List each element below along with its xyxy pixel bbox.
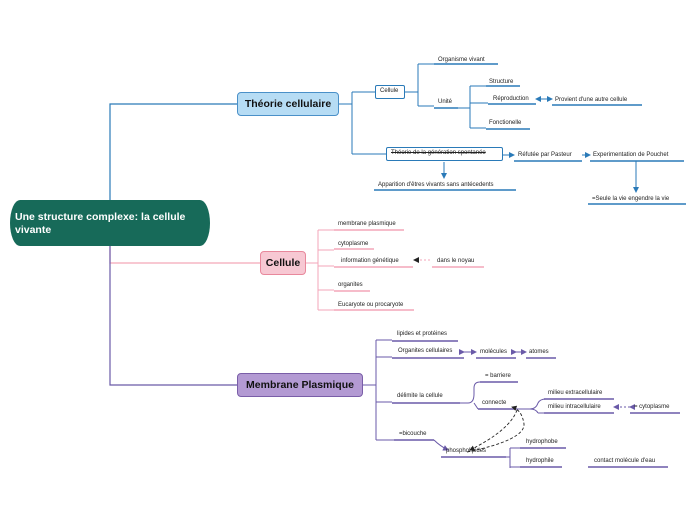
subtopic-bicouche[interactable]: =bicouche [399, 431, 427, 437]
root-topic[interactable]: Une structure complexe: la cellule vivan… [10, 200, 210, 246]
subtopic-contact-eau[interactable]: contact molécule d'eau [594, 458, 656, 464]
subtopic-unite[interactable]: Unité [438, 99, 453, 105]
subtopic-hydrophile[interactable]: hydrophile [526, 458, 554, 464]
subtopic-information-genetique[interactable]: information génétique [341, 258, 399, 264]
subtopic-membrane-plasmique[interactable]: membrane plasmique [338, 221, 396, 227]
subtopic-organisme-vivant[interactable]: Organisme vivant [438, 57, 485, 63]
subtopic-organites[interactable]: organites [338, 282, 363, 288]
subtopic-hydrophobe[interactable]: hydrophobe [526, 439, 558, 445]
subtopic-organites-cellulaires[interactable]: Organites cellulaires [398, 348, 453, 354]
subtopic-barriere[interactable]: = barriere [485, 373, 511, 379]
subtopic-seule-la-vie[interactable]: =Seule la vie engendre la vie [592, 196, 670, 202]
topic-membrane-plasmique[interactable]: Membrane Plasmique [237, 373, 363, 397]
subtopic-provient[interactable]: Provient d'une autre cellule [555, 97, 628, 103]
subtopic-milieu-extracellulaire[interactable]: milieu extracellulaire [548, 390, 603, 396]
subtopic-phospholipides[interactable]: phospholipides [446, 448, 487, 454]
subtopic-fonctionelle[interactable]: Fonctionelle [489, 120, 522, 126]
subtopic-eucaryote-procaryote[interactable]: Eucaryote ou procaryote [338, 302, 404, 308]
subtopic-milieu-intracellulaire[interactable]: milieu intracellulaire [548, 404, 601, 410]
subtopic-atomes[interactable]: atomes [529, 349, 549, 355]
subtopic-lipides-proteines[interactable]: lipides et protéines [397, 331, 448, 337]
topic-theorie-cellulaire[interactable]: Théorie cellulaire [237, 92, 339, 116]
subtopic-cellule[interactable]: Cellule [375, 85, 405, 99]
subtopic-molecules[interactable]: molécules [480, 349, 508, 355]
subtopic-cytoplasme-eq[interactable]: = cytoplasme [634, 404, 670, 410]
subtopic-apparition[interactable]: Apparition d'êtres vivants sans antécede… [378, 182, 494, 188]
subtopic-connecte[interactable]: connecte [482, 400, 507, 406]
subtopic-cytoplasme[interactable]: cytoplasme [338, 241, 369, 247]
subtopic-generation-spontanee[interactable]: Théorie de la génération spontanée [386, 147, 503, 161]
subtopic-refutee-pasteur[interactable]: Réfutée par Pasteur [518, 152, 572, 158]
subtopic-delimite-cellule[interactable]: délimite la cellule [397, 393, 443, 399]
topic-cellule[interactable]: Cellule [260, 251, 306, 275]
subtopic-reproduction[interactable]: Réproduction [493, 96, 529, 102]
subtopic-experimentation-pouchet[interactable]: Experimentation de Pouchet [593, 152, 669, 158]
subtopic-structure[interactable]: Structure [489, 79, 514, 85]
subtopic-dans-le-noyau[interactable]: dans le noyau [437, 258, 475, 264]
